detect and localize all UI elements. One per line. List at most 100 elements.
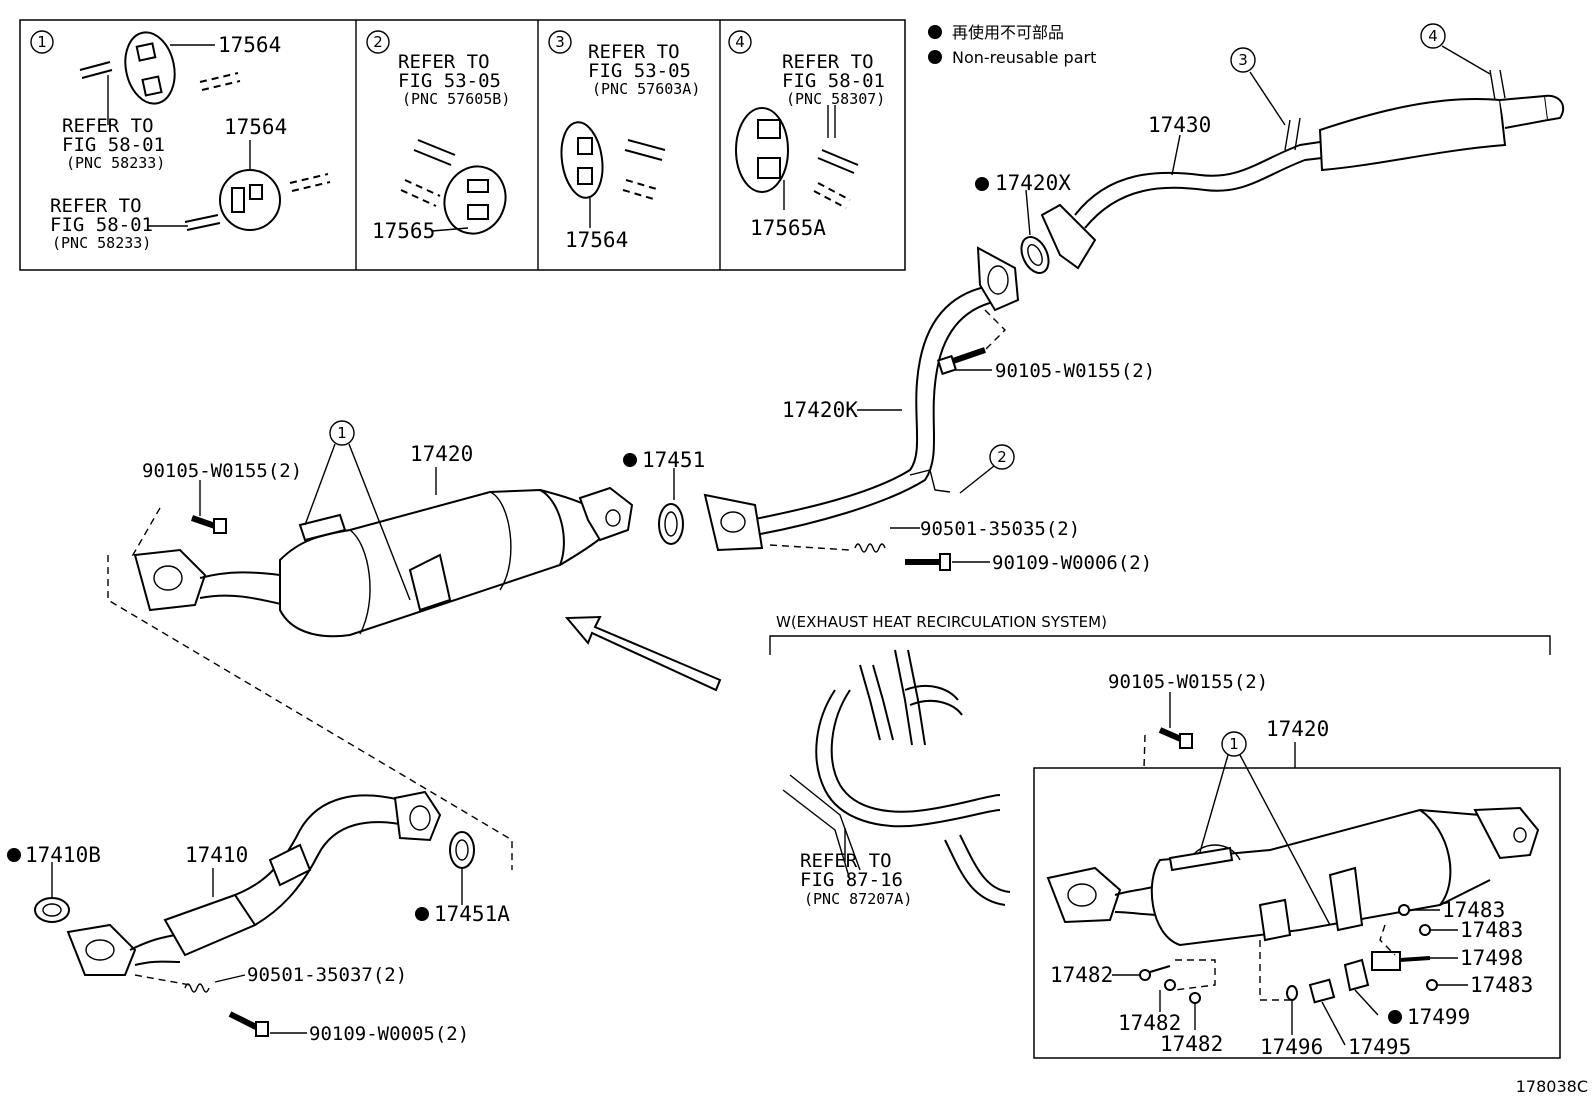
tail-pipe-17430: 17430 3 4: [1040, 23, 1565, 270]
nut-icon: [1426, 979, 1438, 991]
panel-2-part: 17565: [372, 219, 435, 243]
panel-2-refer-3: (PNC 57605B): [402, 90, 510, 108]
non-reusable-dot-icon: [928, 50, 942, 64]
panel-2: 2 REFER TO FIG 53-05 (PNC 57605B) 17565: [366, 30, 510, 243]
part-17482-a: 17482: [1050, 963, 1113, 987]
pipe-flange: [578, 486, 634, 542]
part-17483-b: 17483: [1460, 918, 1523, 942]
pipe-flange: [66, 923, 137, 976]
part-17451: 17451: [642, 448, 705, 472]
rubber-hanger-icon: [443, 165, 507, 235]
ehr-small-parts: 17483 17483 17498 17483 17499 17482 1748…: [1050, 898, 1533, 1059]
non-reusable-dot-icon: [928, 25, 942, 39]
spring-icon: [854, 543, 886, 553]
panel-1-refer-a-1: REFER TO: [62, 115, 154, 137]
front-pipe-17420k: 17420K 90105-W0155(2) 2 90501-35035(2) 9…: [703, 246, 1155, 574]
part-17420x: 17420X: [995, 171, 1071, 195]
part-90105-top: 90105-W0155(2): [995, 360, 1155, 382]
panel-1-refer-a-2: FIG 58-01: [62, 134, 165, 156]
water-hoses: [782, 649, 1011, 906]
legend-en: Non-reusable part: [952, 48, 1096, 67]
bolt-icon: [228, 1011, 269, 1037]
part-17430: 17430: [1148, 113, 1211, 137]
part-17451a: 17451A: [434, 902, 510, 926]
rubber-hanger-icon: [124, 31, 176, 105]
panel-3-refer-1: REFER TO: [588, 41, 680, 63]
panel-1-refer-a-3: (PNC 58233): [66, 154, 165, 172]
clip-icon: [1286, 985, 1298, 1001]
callout-1: 1: [337, 424, 347, 442]
bolt-icon: [1139, 969, 1151, 981]
panel-3-refer-3: (PNC 57603A): [592, 80, 700, 98]
gasket-17410b: [34, 897, 70, 923]
bolt-icon: [905, 553, 951, 571]
non-reusable-dot-icon: [623, 453, 637, 467]
gasket-17451: 17451: [623, 448, 705, 545]
part-17482-c: 17482: [1160, 1032, 1223, 1056]
pipe-flange: [1473, 806, 1540, 860]
spring-icon: [184, 983, 210, 993]
bolt-icon: [191, 515, 227, 534]
panel-4-refer-3: (PNC 58307): [786, 90, 885, 108]
panel-4-refer-1: REFER TO: [782, 51, 874, 73]
nut-icon: [1419, 924, 1431, 936]
part-17498: 17498: [1460, 946, 1523, 970]
ehr-section: W(EXHAUST HEAT RECIRCULATION SYSTEM) REF…: [769, 613, 1561, 1059]
callout-2: 2: [997, 448, 1007, 466]
part-17410b: 17410B: [25, 843, 101, 867]
rubber-hanger-icon: [735, 107, 789, 193]
panel-4-refer-2: FIG 58-01: [782, 70, 885, 92]
pipe-flange: [976, 246, 1020, 312]
part-90109-w0006: 90109-W0006(2): [992, 552, 1152, 574]
non-reusable-dot-icon: [1388, 1010, 1402, 1024]
ehr-title: W(EXHAUST HEAT RECIRCULATION SYSTEM): [776, 613, 1107, 631]
rubber-hanger-icon: [219, 169, 281, 231]
panel-2-refer-2: FIG 53-05: [398, 70, 501, 92]
hanger-panels: 1 17564 REFER TO FIG 58-01 (PNC 58233) 1…: [19, 19, 906, 271]
part-17482-b: 17482: [1118, 1011, 1181, 1035]
panel-1-refer-b-2: FIG 58-01: [50, 214, 153, 236]
panel-2-refer-1: REFER TO: [398, 51, 490, 73]
pipe-flange: [393, 790, 442, 842]
panel-1: 1 17564 REFER TO FIG 58-01 (PNC 58233) 1…: [30, 30, 331, 252]
pipe-flange: [133, 548, 207, 612]
part-90105-ehr: 90105-W0155(2): [1108, 671, 1268, 693]
part-17495: 17495: [1348, 1035, 1411, 1059]
panel-1-refer-b-1: REFER TO: [50, 195, 142, 217]
bolt-icon: [1164, 979, 1176, 991]
panel-4: 4 REFER TO FIG 58-01 (PNC 58307) 17565A: [728, 30, 885, 240]
callout-3: 3: [1238, 51, 1248, 69]
panel-3: 3 REFER TO FIG 53-05 (PNC 57603A) 17564: [548, 30, 700, 252]
panel-1-number: 1: [37, 33, 47, 51]
legend-jp: 再使用不可部品: [952, 23, 1064, 42]
part-17420-ehr: 17420: [1266, 717, 1329, 741]
valve-icon: [1371, 951, 1401, 971]
legend: 再使用不可部品 Non-reusable part: [928, 23, 1096, 67]
gasket-17451a: [449, 831, 475, 869]
part-90105-left: 90105-W0155(2): [142, 460, 302, 482]
panel-4-number: 4: [735, 33, 745, 51]
sensor-icon: [1308, 978, 1336, 1004]
gasket-17420x: 17420X: [975, 171, 1071, 274]
rubber-hanger-icon: [560, 121, 604, 199]
part-17410: 17410: [185, 843, 248, 867]
bolt-icon: [936, 347, 986, 376]
panel-4-part: 17565A: [750, 216, 826, 240]
panel-1-part-a: 17564: [218, 33, 281, 57]
part-90501-35035: 90501-35035(2): [920, 518, 1080, 540]
part-17420: 17420: [410, 442, 473, 466]
callout-4: 4: [1428, 27, 1438, 45]
non-reusable-dot-icon: [975, 177, 989, 191]
direction-arrow-icon: [564, 615, 722, 692]
panel-3-part: 17564: [565, 228, 628, 252]
non-reusable-dot-icon: [415, 907, 429, 921]
panel-1-part-b: 17564: [224, 115, 287, 139]
refer-87-2: FIG 87-16: [800, 869, 903, 891]
refer-87-3: (PNC 87207A): [804, 890, 912, 908]
panel-2-number: 2: [373, 33, 383, 51]
panel-1-refer-b-3: (PNC 58233): [52, 234, 151, 252]
pipe-flange: [703, 493, 764, 552]
non-reusable-dot-icon: [7, 848, 21, 862]
part-17483-a: 17483: [1442, 898, 1505, 922]
